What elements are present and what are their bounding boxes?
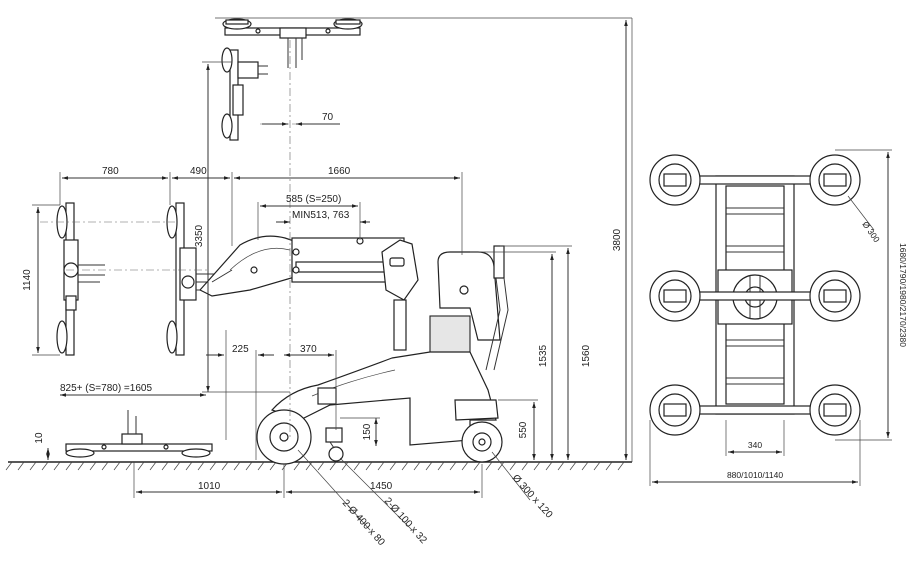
dim-780: 780 [102,166,119,177]
dim-550: 550 [518,421,529,438]
machine-body [199,235,509,465]
dim-370: 370 [300,344,317,355]
dim-wheel-small: 2-Ø 100 x 32 [382,496,429,547]
vacuum-head-ground [65,410,213,458]
dim-frame-width: 880/1010/1140 [727,470,783,480]
dim-min: MIN513, 763 [292,210,350,221]
dim-585: 585 (S=250) [286,194,341,205]
dim-70: 70 [322,112,334,123]
dim-10: 10 [34,432,45,444]
dim-1010: 1010 [198,481,221,492]
dim-1140: 1140 [22,269,33,291]
dim-wheel-rear: Ø 300 x 120 [510,473,555,521]
vacuum-frame-top-view [649,154,861,436]
vacuum-head-top-position [222,18,363,68]
dim-1450: 1450 [370,481,393,492]
dim-cup: Ø 300 [860,219,882,244]
dim-340: 340 [748,440,762,450]
dim-frame-length: 1680/1790/1980/2170/2380 [898,243,908,347]
dim-wheel-big: 2-Ø 400 x 80 [340,498,387,549]
dim-825: 825+ (S=780) =1605 [60,383,152,394]
dim-1560: 1560 [581,344,592,367]
dim-3350: 3350 [194,224,205,247]
ground-line [5,461,632,471]
dim-225: 225 [232,344,249,355]
top-view-dimension-lines [649,149,892,486]
dimension-labels: 70 780 490 1660 585 (S=250) MIN513, 763 … [22,112,623,548]
dim-490: 490 [190,166,207,177]
vacuum-head-far-left [56,202,105,356]
dim-3800: 3800 [612,228,623,251]
dim-1660: 1660 [328,166,351,177]
dim-1535: 1535 [538,344,549,367]
dimension-lines [32,17,633,531]
dim-150: 150 [362,423,373,440]
vacuum-head-vertical-position [221,47,268,141]
